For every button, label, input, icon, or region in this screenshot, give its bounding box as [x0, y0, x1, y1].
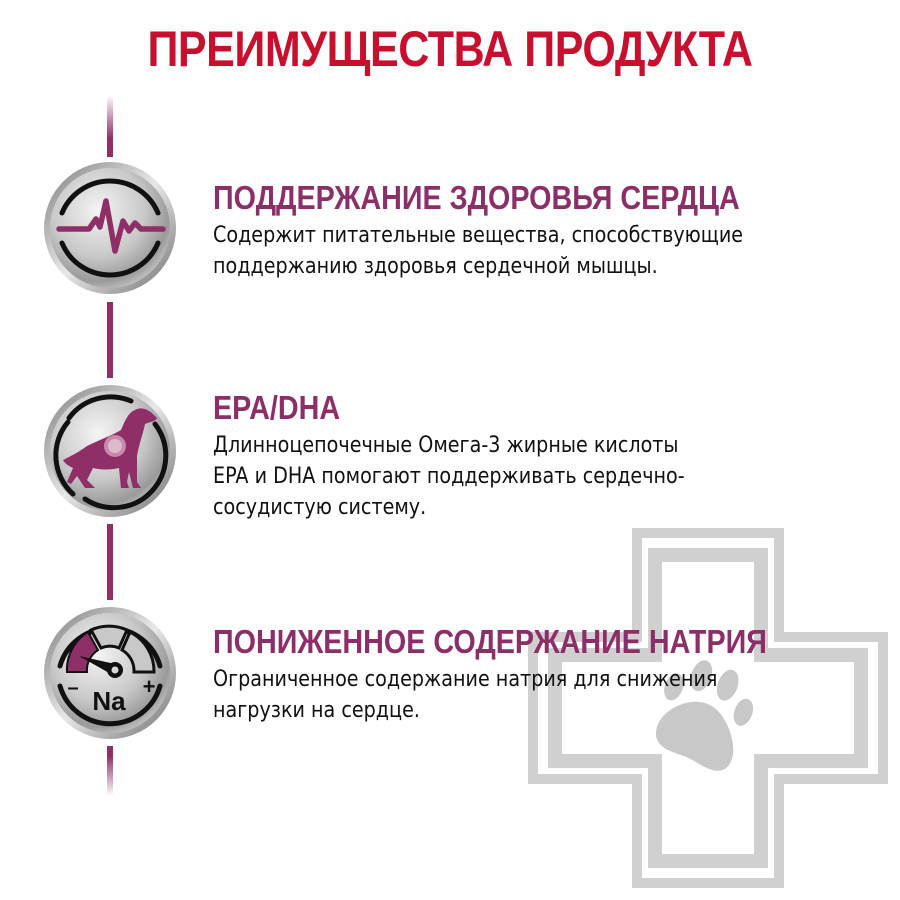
timeline-connector: [107, 302, 113, 378]
feature-epa-dha: EPA/DHA Длинноцепочечные Омега-3 жирные …: [213, 388, 755, 523]
gauge-plus-label: +: [143, 674, 156, 699]
gauge-minus-label: –: [67, 677, 78, 699]
feature-description-line: нагрузки на сердце.: [213, 698, 420, 723]
sodium-label: Na: [92, 686, 126, 716]
timeline-connector: [107, 524, 113, 600]
feature-low-sodium: ПОНИЖЕННОЕ СОДЕРЖАНИЕ НАТРИЯ Ограниченно…: [213, 622, 850, 726]
dog-heart-icon: [44, 385, 176, 517]
feature-description-line: Длинноцепочечные Омега-3 жирные кислоты: [213, 433, 679, 458]
feature-title: ПОНИЖЕННОЕ СОДЕРЖАНИЕ НАТРИЯ: [213, 623, 767, 660]
feature-description-line: сосудистую систему.: [213, 495, 427, 520]
feature-description-line: EPA и DHA помогают поддерживать сердечно…: [213, 464, 685, 489]
timeline-connector: [107, 95, 113, 157]
feature-title: ПОДДЕРЖАНИЕ ЗДОРОВЬЯ СЕРДЦА: [213, 179, 740, 216]
feature-title: EPA/DHA: [213, 389, 341, 426]
feature-description-line: Ограниченное содержание натрия для сниже…: [213, 667, 718, 692]
feature-description-line: поддержанию здоровья сердечной мышцы.: [213, 254, 658, 279]
heartbeat-icon: [44, 162, 176, 294]
feature-heart-health: ПОДДЕРЖАНИЕ ЗДОРОВЬЯ СЕРДЦА Содержит пит…: [213, 178, 822, 282]
feature-description-line: Содержит питательные вещества, способств…: [213, 223, 744, 248]
sodium-gauge-icon: – + Na: [44, 607, 176, 739]
page-title: ПРЕИМУЩЕСТВА ПРОДУКТА: [147, 21, 753, 77]
timeline-connector: [107, 746, 113, 796]
